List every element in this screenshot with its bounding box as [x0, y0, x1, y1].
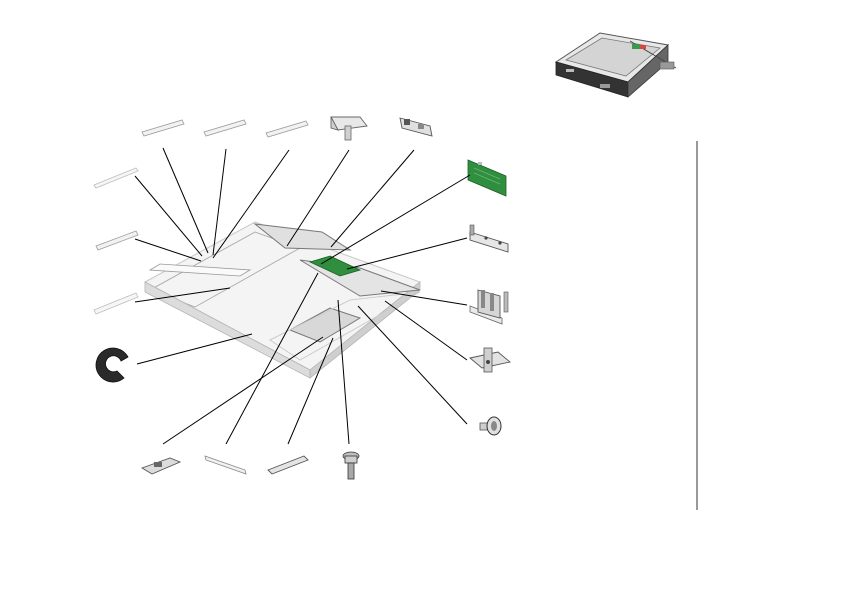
- leader-line: [225, 272, 319, 445]
- strip-icon: [267, 455, 309, 475]
- thin-bracket-icon: [203, 119, 247, 137]
- thin-bracket-icon: [141, 119, 185, 137]
- leader-line: [320, 174, 471, 265]
- latch-icon: [140, 457, 182, 475]
- strip-icon: [204, 455, 247, 475]
- leader-line: [134, 238, 202, 262]
- assembled-drive-tray-icon: [551, 6, 677, 134]
- leader-line: [286, 149, 350, 247]
- chassis-frame-icon: [143, 221, 422, 379]
- thin-bracket-icon: [93, 167, 139, 189]
- leader-line: [162, 147, 209, 254]
- circuit-board-icon: [467, 159, 507, 197]
- leader-line: [384, 300, 468, 361]
- cover-bracket-icon: [330, 116, 368, 141]
- rail-bracket-icon: [469, 224, 509, 253]
- leader-line: [357, 305, 468, 425]
- cage-bracket-icon: [469, 289, 509, 325]
- leader-line: [337, 299, 350, 445]
- thin-bracket-icon: [265, 120, 309, 138]
- leader-line: [212, 149, 290, 259]
- screw-icon: [342, 451, 360, 480]
- leader-line: [380, 290, 468, 306]
- leader-line: [330, 149, 415, 248]
- thumbscrew-icon: [479, 416, 502, 436]
- retainer-clip-icon: [399, 117, 433, 137]
- mounting-bracket-icon: [469, 347, 511, 373]
- leader-line: [136, 333, 253, 365]
- c-ring-icon: [95, 347, 129, 383]
- thin-bracket-icon: [95, 230, 139, 251]
- leader-line: [134, 175, 203, 257]
- thin-bracket-icon: [93, 292, 139, 315]
- leader-line: [346, 237, 468, 270]
- leader-line: [162, 336, 324, 445]
- leader-line: [287, 337, 334, 445]
- leader-lines: [134, 147, 471, 445]
- leader-line: [212, 148, 227, 256]
- leader-line: [134, 287, 231, 303]
